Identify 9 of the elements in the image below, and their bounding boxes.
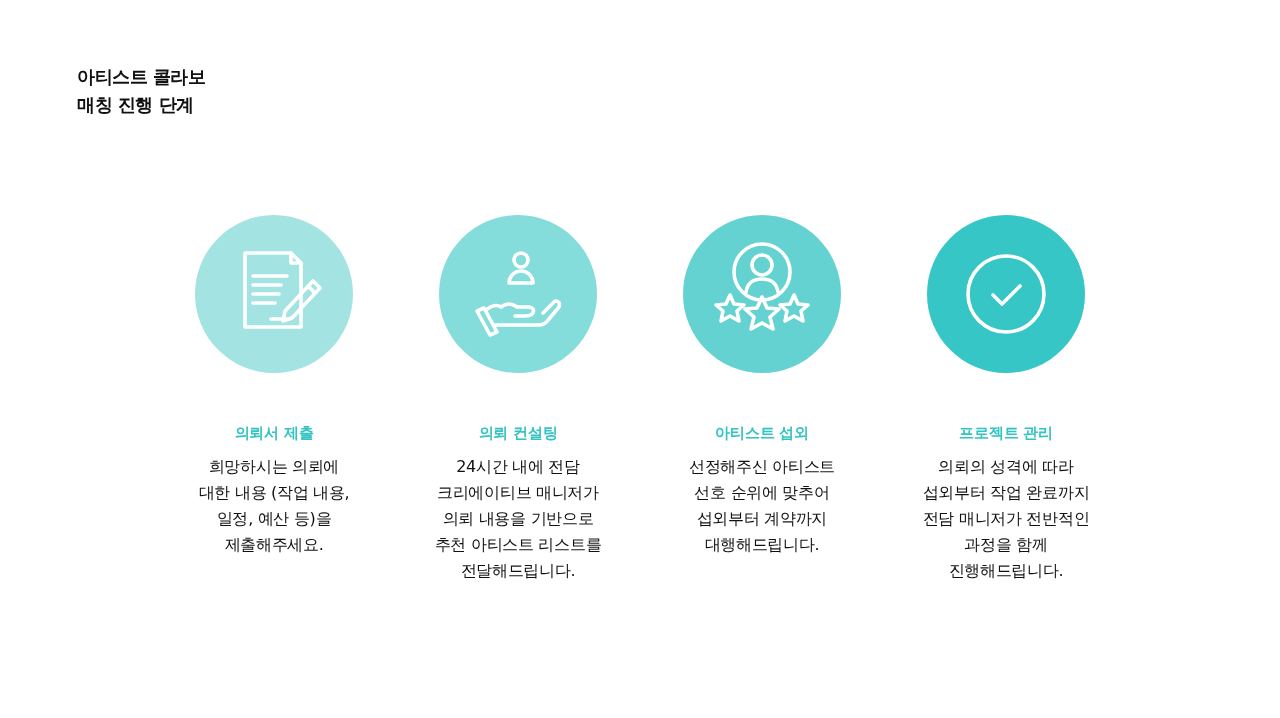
step-title: 프로젝트 관리 xyxy=(959,423,1053,443)
step-description: 의뢰의 성격에 따라 섭외부터 작업 완료까지 전담 매니저가 전반적인 과정을 함께 진행해드립니다. xyxy=(921,456,1091,582)
step-description: 24시간 내에 전담 크리에이티브 매니저가 의뢰 내용을 기반으로 추천 아티스트 리스트를 전달해드립니다. xyxy=(433,456,603,582)
page-title: 아티스트 콜라보 매칭 진행 단계 xyxy=(77,65,207,117)
step-title: 의뢰 컨설팅 xyxy=(478,423,558,443)
step-title: 아티스트 섭외 xyxy=(715,423,809,443)
step-description: 희망하시는 의뢰에 대한 내용 (작업 내용, 일정, 예산 등)을 제출해주세요. xyxy=(197,456,351,556)
step-description: 선정해주신 아티스트 선호 순위에 맞추어 섭외부터 계약까지 대행해드립니다. xyxy=(687,456,837,556)
step-title: 의뢰서 제출 xyxy=(234,423,314,443)
